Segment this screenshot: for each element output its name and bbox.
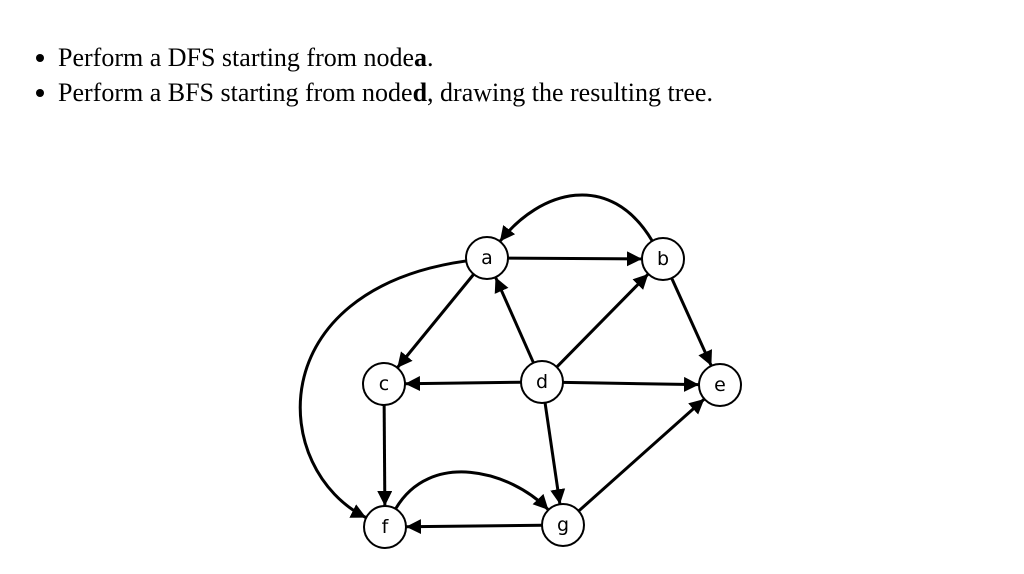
edge-f-to-g — [394, 470, 550, 511]
edge-a-to-c — [396, 273, 475, 369]
edge-b-to-a — [498, 193, 654, 243]
bullet-icon — [36, 88, 44, 97]
node-b — [641, 237, 685, 281]
edge-d-to-e — [562, 376, 700, 392]
edge-b-to-e — [670, 277, 713, 367]
node-g — [541, 503, 585, 547]
node-d — [520, 360, 564, 404]
node-label-d: d — [536, 371, 548, 393]
node-label-a: a — [481, 247, 493, 269]
node-label-f: f — [382, 516, 390, 538]
node-label-g: g — [557, 514, 569, 536]
exercise-list: Perform a DFS starting from node a. Perf… — [30, 40, 713, 110]
node-f — [363, 505, 407, 549]
bullet-item: Perform a BFS starting from node d, draw… — [30, 75, 713, 110]
node-c — [362, 362, 406, 406]
node-a — [465, 236, 509, 280]
edge-d-to-a — [494, 276, 535, 364]
edge-a-to-f — [298, 259, 467, 520]
node-label-c: c — [379, 373, 389, 395]
node-e — [698, 363, 742, 407]
edge-g-to-e — [577, 397, 706, 513]
edge-d-to-c — [404, 376, 522, 392]
edge-d-to-g — [543, 402, 566, 505]
edge-d-to-b — [555, 272, 650, 369]
edge-a-to-b — [507, 251, 643, 267]
node-label-b: b — [657, 248, 669, 270]
bullet-item: Perform a DFS starting from node a. — [30, 40, 713, 75]
bullet-icon — [36, 53, 44, 62]
edge-g-to-f — [405, 519, 543, 535]
edge-c-to-f — [377, 404, 393, 507]
node-label-e: e — [714, 374, 726, 396]
